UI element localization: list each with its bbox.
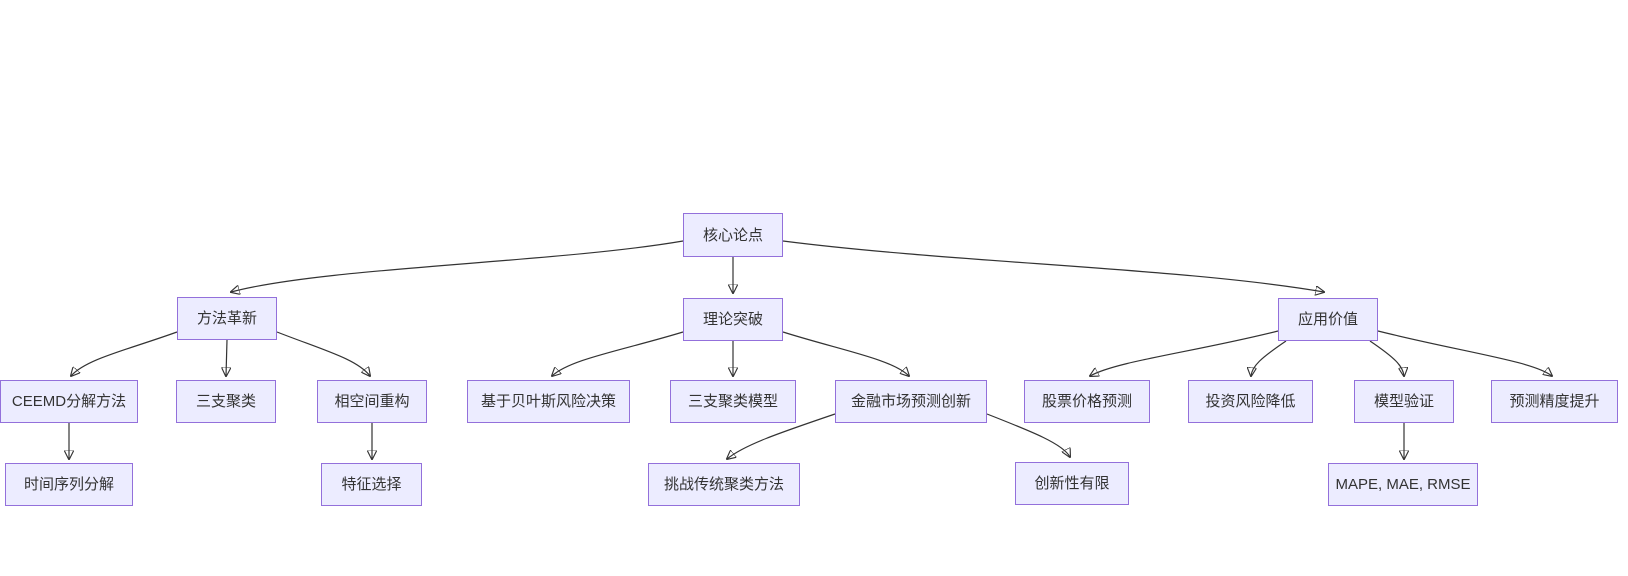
node-feature-selection: 特征选择 [321, 463, 422, 506]
node-method-innovation: 方法革新 [177, 297, 277, 340]
edge-value-precision [1377, 330, 1552, 376]
node-error-metrics: MAPE, MAE, RMSE [1328, 463, 1478, 506]
node-application-value: 应用价值 [1278, 298, 1378, 341]
node-forecast-precision-improvement: 预测精度提升 [1491, 380, 1618, 423]
node-core-argument: 核心论点 [683, 213, 783, 257]
node-phase-space-reconstruction: 相空间重构 [317, 380, 427, 423]
edge-method-three-way [226, 339, 227, 376]
edge-value-validate [1369, 340, 1404, 376]
edge-core-method [231, 240, 684, 292]
node-investment-risk-reduction: 投资风险降低 [1188, 380, 1313, 423]
edge-finance-limited [986, 413, 1070, 457]
edge-finance-challenge [727, 413, 836, 459]
node-three-way-clustering: 三支聚类 [176, 380, 276, 423]
node-stock-price-forecast: 股票价格预测 [1024, 380, 1150, 423]
edge-value-invest [1251, 340, 1287, 376]
node-limited-novelty: 创新性有限 [1015, 462, 1129, 505]
node-financial-market-forecast-innovation: 金融市场预测创新 [835, 380, 987, 423]
edge-method-phase [276, 331, 370, 376]
node-time-series-decomposition: 时间序列分解 [5, 463, 133, 506]
edge-theory-bayes [552, 331, 684, 376]
node-model-validation: 模型验证 [1354, 380, 1454, 423]
node-bayesian-risk-decision: 基于贝叶斯风险决策 [467, 380, 630, 423]
edge-core-value [782, 240, 1324, 292]
node-challenge-traditional-clustering: 挑战传统聚类方法 [648, 463, 800, 506]
node-theory-breakthrough: 理论突破 [683, 298, 783, 341]
node-ceemd-decomposition: CEEMD分解方法 [0, 380, 138, 423]
node-three-way-cluster-model: 三支聚类模型 [670, 380, 796, 423]
edge-value-stock [1090, 330, 1279, 376]
edge-method-ceemd [71, 331, 178, 376]
edge-theory-finance [782, 331, 909, 376]
